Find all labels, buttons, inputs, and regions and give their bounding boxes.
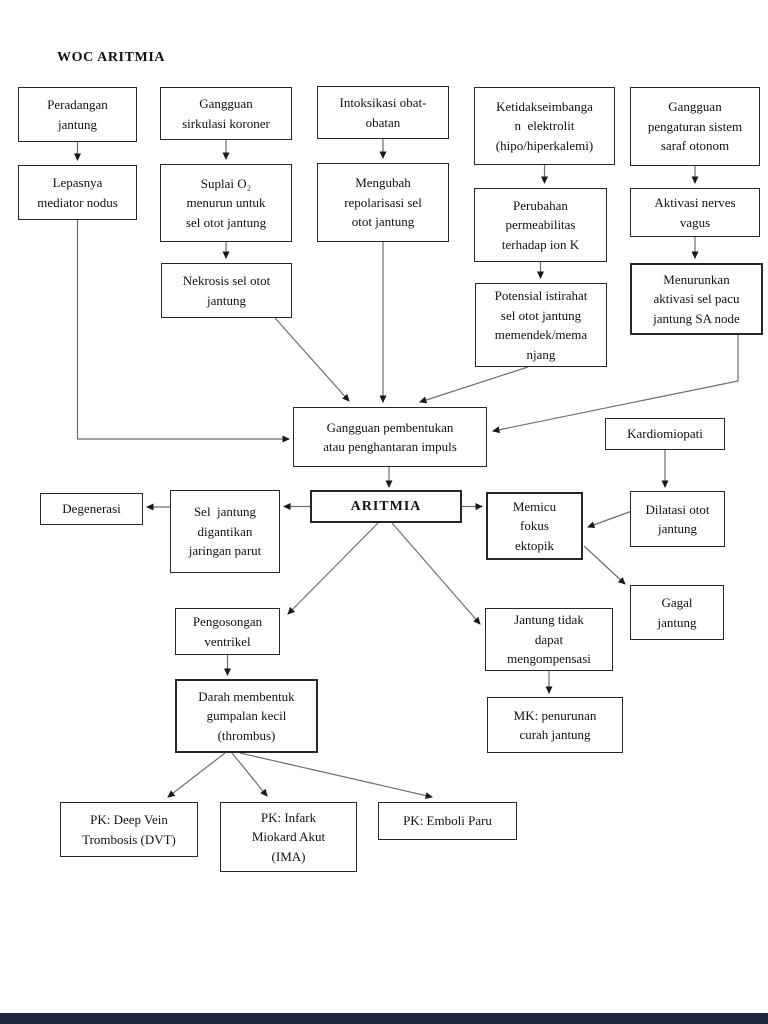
node-pk-dvt: PK: Deep Vein Trombosis (DVT) <box>60 802 198 857</box>
node-degenerasi: Degenerasi <box>40 493 143 525</box>
node-suplai-o2: Suplai O₂ menurun untuk sel otot jantung <box>160 164 292 242</box>
node-mengubah-repolarisasi: Mengubah repolarisasi sel otot jantung <box>317 163 449 242</box>
arrow-menurunkan-to-impuls <box>492 335 739 434</box>
node-dilatasi-otot: Dilatasi otot jantung <box>630 491 725 547</box>
arrow-darah-to-ima <box>231 752 268 797</box>
node-menurunkan-aktivasi: Menurunkan aktivasi sel pacu jantung SA … <box>630 263 763 335</box>
node-gagal-jantung: Gagal jantung <box>630 585 724 640</box>
node-gangguan-impuls: Gangguan pembentukan atau penghantaran i… <box>293 407 487 467</box>
node-potensial-istirahat: Potensial istirahat sel otot jantung mem… <box>475 283 607 367</box>
arrow-darah-to-emboli <box>239 752 433 799</box>
arrow-dilatasi-to-memicu <box>587 510 633 529</box>
page-title: WOC ARITMIA <box>57 50 166 65</box>
node-memicu-fokus-ektopik: Memicu fokus ektopik <box>486 492 583 560</box>
arrow-nekrosis-to-impuls <box>274 317 350 402</box>
node-perubahan-permeabilitas: Perubahan permeabilitas terhadap ion K <box>474 188 607 262</box>
arrow-potensial-to-impuls <box>419 366 529 404</box>
footer-bar <box>0 1013 768 1024</box>
node-pk-ima: PK: Infark Miokard Akut (IMA) <box>220 802 357 872</box>
arrow-aritmia-to-pengosongan <box>287 522 379 615</box>
arrow-darah-to-dvt <box>167 752 226 798</box>
node-sel-jantung-parut: Sel jantung digantikan jaringan parut <box>170 490 280 573</box>
node-gangguan-saraf-otonom: Gangguan pengaturan sistem saraf otonom <box>630 87 760 166</box>
node-lepasnya-mediator-nodus: Lepasnya mediator nodus <box>18 165 137 220</box>
node-aktivasi-nerves-vagus: Aktivasi nerves vagus <box>630 188 760 237</box>
node-darah-thrombus: Darah membentuk gumpalan kecil (thrombus… <box>175 679 318 753</box>
node-mk-curah-jantung: MK: penurunan curah jantung <box>487 697 623 753</box>
node-ketidakseimbangan-elektrolit: Ketidakseimbanga n elektrolit (hipo/hipe… <box>474 87 615 165</box>
node-pk-emboli: PK: Emboli Paru <box>378 802 517 840</box>
node-pengosongan-ventrikel: Pengosongan ventrikel <box>175 608 280 655</box>
arrow-lepasnya-to-impuls <box>76 220 290 443</box>
node-kardiomiopati: Kardiomiopati <box>605 418 725 450</box>
node-jantung-tidak-kompensasi: Jantung tidak dapat mengompensasi <box>485 608 613 671</box>
arrow-memicu-to-gagal <box>583 545 626 585</box>
node-peradangan-jantung: Peradangan jantung <box>18 87 137 142</box>
node-gangguan-sirkulasi-koroner: Gangguan sirkulasi koroner <box>160 87 292 140</box>
arrow-aritmia-to-kompensasi <box>391 522 481 625</box>
node-intoksikasi-obat: Intoksikasi obat- obatan <box>317 86 449 139</box>
node-aritmia: ARITMIA <box>310 490 462 523</box>
node-nekrosis: Nekrosis sel otot jantung <box>161 263 292 318</box>
